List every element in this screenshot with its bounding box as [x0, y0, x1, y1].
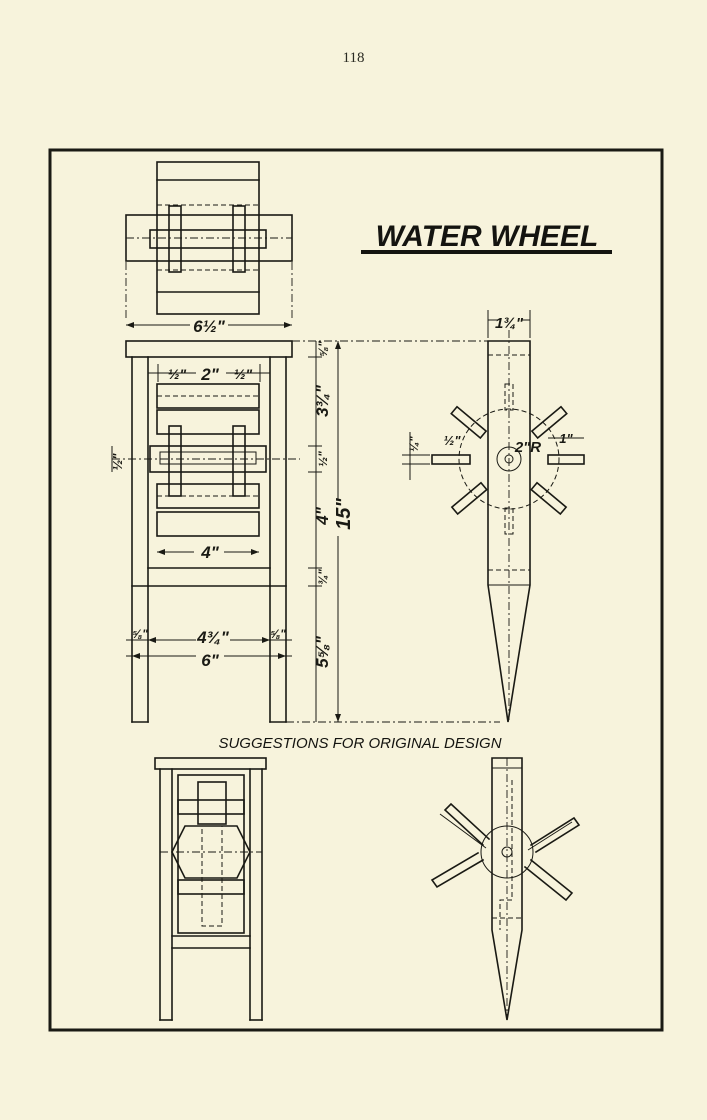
drawing-title: WATER WHEEL	[376, 220, 599, 253]
suggestion-front-view	[154, 757, 267, 1021]
dim-five-eighths-left: ⅝"	[132, 627, 148, 641]
dim-h-c: 4"	[313, 506, 332, 525]
dim-bracket-4: 4"	[200, 543, 219, 562]
dim-side-width: 1¾"	[495, 315, 524, 332]
height-dimensions: ⅝" 3¾" ½" 4" ¾" 5⅝" 15"	[286, 340, 500, 723]
title-block: WATER WHEEL	[361, 220, 612, 254]
dim-paddle-gap: ½"	[443, 433, 461, 448]
top-view	[125, 161, 293, 320]
dim-h-b: ½"	[316, 451, 330, 467]
dim-half-b: ½"	[234, 366, 253, 382]
side-view	[431, 330, 585, 723]
drawing-frame	[48, 148, 664, 1032]
dim-h-total: 15"	[333, 498, 355, 530]
dim-six: 6"	[201, 651, 219, 670]
dim-h-a: 3¾"	[313, 384, 332, 417]
dim-hub-radius: 2"R	[514, 439, 541, 456]
dim-half-a: ½"	[168, 366, 187, 382]
dim-inner-2: 2"	[200, 365, 219, 384]
dim-top-width-label: 6½"	[193, 317, 226, 336]
dim-h-e: 5⅝"	[313, 635, 332, 668]
front-view	[112, 340, 300, 723]
dim-top-width: 6½"	[126, 316, 292, 336]
page-number: 118	[342, 50, 365, 66]
dim-paddle-thickness: ¼"	[407, 436, 421, 452]
side-dimensions: 1¾" ½" 2"R 1" ¼"	[402, 308, 584, 480]
design-caption: SUGGESTIONS FOR ORIGINAL DESIGN	[218, 735, 501, 752]
dim-paddle-length: 1"	[559, 431, 573, 446]
dim-four-three-quarters: 4¾"	[196, 628, 230, 647]
dim-h-d: ¾"	[316, 569, 330, 585]
front-dimensions: ½" 2" ½" 4" ⅝" 4¾" ⅝" 6" ½"	[110, 364, 292, 670]
suggestion-side-view	[430, 757, 581, 1021]
dim-h-top: ⅝"	[316, 341, 330, 357]
dim-left-half: ½"	[110, 453, 125, 471]
dim-five-eighths-right: ⅝"	[270, 627, 286, 641]
